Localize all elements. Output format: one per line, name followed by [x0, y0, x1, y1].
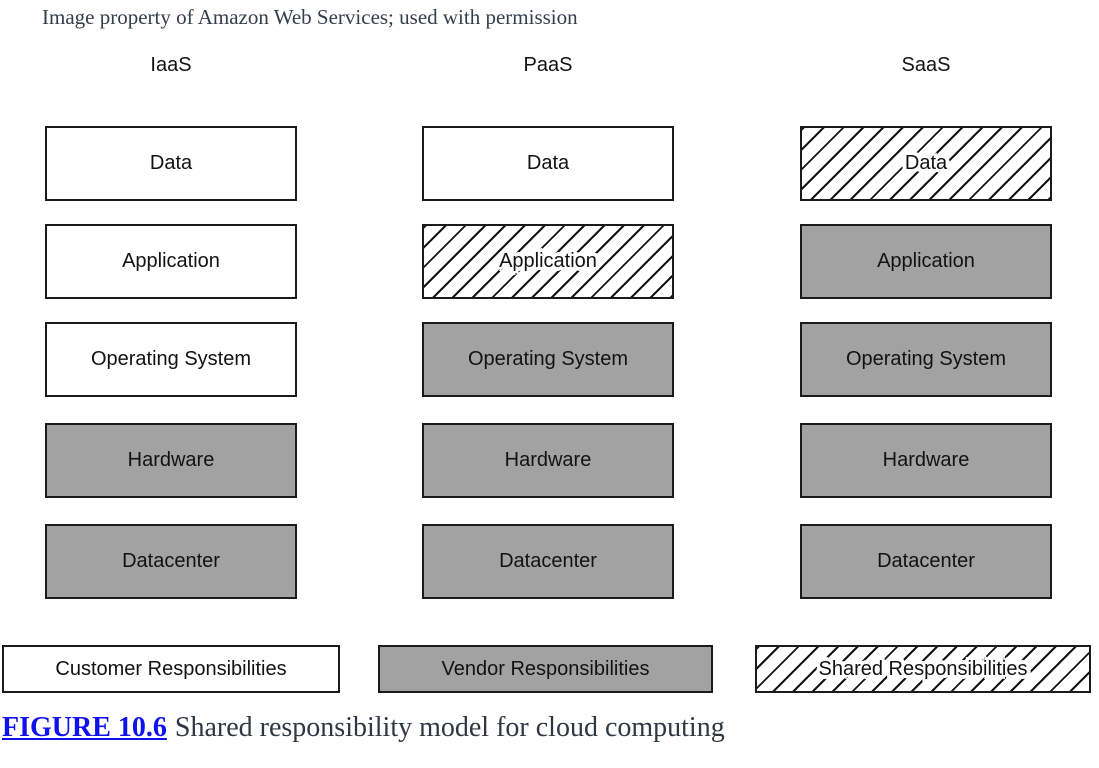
iaas-datacenter-box: Datacenter: [45, 524, 297, 599]
layer-label: Application: [499, 250, 597, 272]
layer-label: Datacenter: [877, 550, 975, 572]
figure-caption-text: Shared responsibility model for cloud co…: [174, 712, 725, 743]
iaas-data-box: Data: [45, 126, 297, 201]
iaas-hardware-box: Hardware: [45, 423, 297, 498]
layer-label: Operating System: [845, 348, 1007, 370]
layer-label: Application: [877, 250, 975, 272]
layer-label: Operating System: [90, 348, 252, 370]
saas-data-box: Data: [800, 126, 1052, 201]
saas-operating-system-box: Operating System: [800, 322, 1052, 397]
paas-hardware-box: Hardware: [422, 423, 674, 498]
layer-label: Application: [122, 250, 220, 272]
paas-data-box: Data: [422, 126, 674, 201]
iaas-application-box: Application: [45, 224, 297, 299]
layer-label: Operating System: [467, 348, 629, 370]
iaas-operating-system-box: Operating System: [45, 322, 297, 397]
column-header-saas: SaaS: [901, 54, 951, 76]
paas-operating-system-box: Operating System: [422, 322, 674, 397]
legend-label: Shared Responsibilities: [818, 657, 1028, 680]
column-header-iaas: IaaS: [150, 54, 192, 76]
legend-label: Vendor Responsibilities: [441, 657, 650, 680]
attribution-text: Image property of Amazon Web Services; u…: [42, 5, 578, 29]
legend-vendor-box: Vendor Responsibilities: [378, 645, 713, 693]
layer-label: Hardware: [127, 449, 215, 471]
layer-label: Data: [526, 152, 570, 174]
legend-label: Customer Responsibilities: [55, 657, 287, 680]
layer-label: Data: [904, 152, 948, 174]
layer-label: Hardware: [882, 449, 970, 471]
saas-datacenter-box: Datacenter: [800, 524, 1052, 599]
saas-application-box: Application: [800, 224, 1052, 299]
layer-label: Hardware: [504, 449, 592, 471]
paas-datacenter-box: Datacenter: [422, 524, 674, 599]
legend-shared-box: Shared Responsibilities: [755, 645, 1091, 693]
legend-customer-box: Customer Responsibilities: [2, 645, 340, 693]
paas-application-box: Application: [422, 224, 674, 299]
figure-number-link[interactable]: FIGURE 10.6: [2, 712, 167, 743]
layer-label: Data: [149, 152, 193, 174]
column-header-paas: PaaS: [523, 54, 573, 76]
saas-hardware-box: Hardware: [800, 423, 1052, 498]
layer-label: Datacenter: [122, 550, 220, 572]
layer-label: Datacenter: [499, 550, 597, 572]
